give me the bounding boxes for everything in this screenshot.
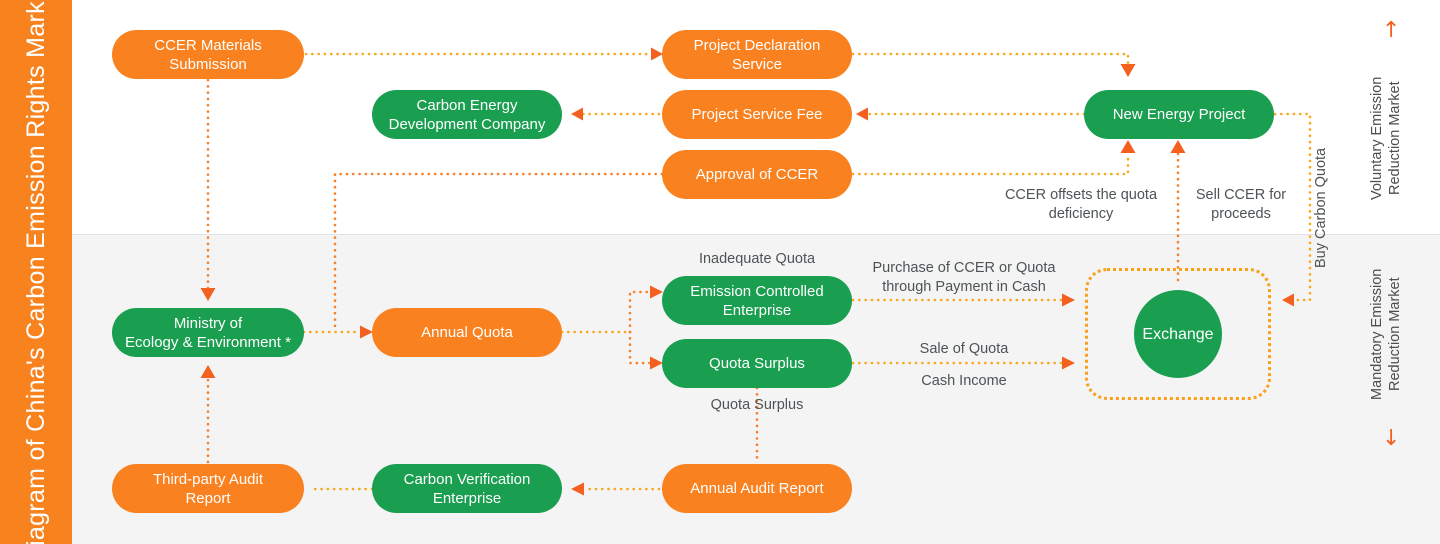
label-voluntary-emission-reduction-market: Voluntary Emission Reduction Market <box>1369 76 1403 200</box>
page-title: Diagram of China's Carbon Emission Right… <box>22 0 50 544</box>
node-ccer-materials-submission[interactable]: CCER Materials Submission <box>112 30 304 79</box>
node-label: Annual Quota <box>421 324 513 341</box>
node-project-service-fee[interactable]: Project Service Fee <box>662 90 852 139</box>
arrow-down-icon: ↓ <box>1382 426 1401 451</box>
node-carbon-verification-enterprise[interactable]: Carbon Verification Enterprise <box>372 464 562 513</box>
node-label: CCER Materials Submission <box>154 36 262 73</box>
node-label: Carbon Verification Enterprise <box>403 470 531 507</box>
node-exchange[interactable]: Exchange <box>1134 290 1222 378</box>
node-annual-audit-report[interactable]: Annual Audit Report <box>662 464 852 513</box>
node-approval-of-ccer[interactable]: Approval of CCER <box>662 150 852 199</box>
node-label: Emission Controlled Enterprise <box>690 282 824 319</box>
caption-quota-surplus: Quota Surplus <box>710 397 804 413</box>
node-label: Third-party Audit Report <box>152 470 264 507</box>
node-carbon-energy-development-company[interactable]: Carbon Energy Development Company <box>372 90 562 139</box>
node-label: Approval of CCER <box>695 166 819 183</box>
label-mandatory-emission-reduction-market: Mandatory Emission Reduction Market <box>1369 268 1403 400</box>
node-label: Project Service Fee <box>691 106 823 123</box>
caption-purchase-ccer-or-quota: Purchase of CCER or Quota through Paymen… <box>872 260 1056 295</box>
exchange-zone <box>1085 268 1271 400</box>
diagram-title-bar: Diagram of China's Carbon Emission Right… <box>0 0 72 544</box>
arrow-up-icon: ↑ <box>1382 18 1401 43</box>
node-ministry-of-ecology-environment[interactable]: Ministry of Ecology & Environment * <box>112 308 304 357</box>
caption-sell-ccer-for-proceeds: Sell CCER for proceeds <box>1195 187 1287 222</box>
node-label: Quota Surplus <box>709 355 805 372</box>
node-label: Exchange <box>1142 325 1214 343</box>
caption-ccer-offsets-quota-deficiency: CCER offsets the quota deficiency <box>1004 187 1158 222</box>
caption-sale-of-quota: Sale of Quota <box>919 341 1009 357</box>
node-third-party-audit-report[interactable]: Third-party Audit Report <box>112 464 304 513</box>
node-quota-surplus[interactable]: Quota Surplus <box>662 339 852 388</box>
node-emission-controlled-enterprise[interactable]: Emission Controlled Enterprise <box>662 276 852 325</box>
node-project-declaration-service[interactable]: Project Declaration Service <box>662 30 852 79</box>
node-label: Carbon Energy Development Company <box>388 96 546 133</box>
caption-buy-carbon-quota: Buy Carbon Quota <box>1313 147 1329 269</box>
node-new-energy-project[interactable]: New Energy Project <box>1084 90 1274 139</box>
node-annual-quota[interactable]: Annual Quota <box>372 308 562 357</box>
node-label: New Energy Project <box>1112 106 1246 123</box>
node-label: Ministry of Ecology & Environment * <box>125 314 291 351</box>
node-label: Annual Audit Report <box>690 480 824 497</box>
caption-inadequate-quota: Inadequate Quota <box>698 251 816 267</box>
caption-cash-income: Cash Income <box>921 373 1007 389</box>
node-label: Project Declaration Service <box>693 36 821 73</box>
